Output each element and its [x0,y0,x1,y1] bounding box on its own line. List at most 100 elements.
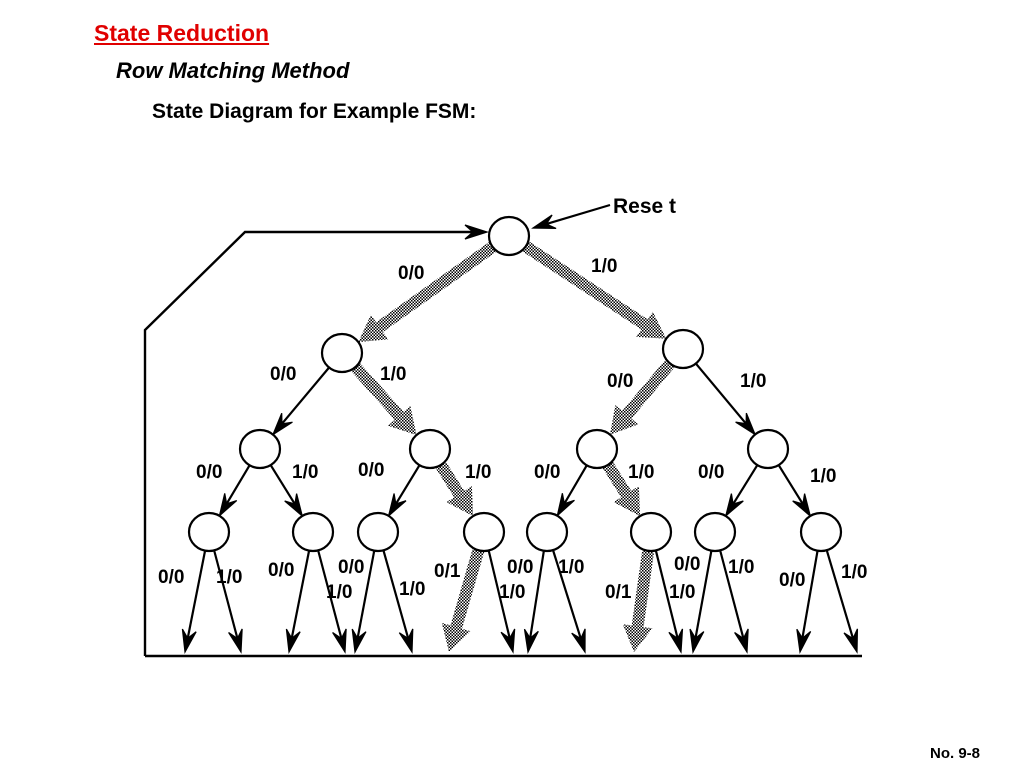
page-number: No. 9-8 [930,745,981,762]
transition-label: 1/0 [399,579,425,600]
transition-s12-exit-25-line [654,550,680,641]
transition-label: 1/0 [728,557,754,578]
state-node-s9 [356,511,400,553]
transition-s3-s7-6-head [218,493,238,518]
transition-s5-s12-11 [602,461,641,517]
transition-s13-exit-26-head [689,628,705,654]
transition-label: 0/0 [398,263,424,284]
transition-label: 0/1 [434,561,461,582]
transition-s2-s5-4 [610,359,675,435]
transition-s8-exit-17-head [332,628,347,654]
transition-label: 1/0 [380,364,406,385]
state-node-s3 [238,428,282,470]
transition-s3-s8-7-head [284,493,304,518]
transition-s4-s9-8-line [393,464,421,507]
transition-s4-s9-8-head [387,493,407,518]
transition-s13-exit-27-head [734,628,749,654]
transition-label: 1/0 [841,562,867,583]
transition-s2-s6-5-head [735,412,757,437]
transition-s11-exit-22-line [528,550,545,641]
state-node-s1 [320,332,364,374]
transition-s8-exit-16-line [290,550,311,641]
transition-s12-exit-24 [622,550,655,652]
transition-label: 1/0 [499,582,525,603]
state-node-s12 [629,511,673,553]
transition-label: 1/0 [326,582,352,603]
transition-label: 0/0 [698,462,724,483]
transition-s7-exit-14-head [181,628,197,654]
state-node-s0 [487,215,531,257]
slide-title: State Reduction [94,20,270,46]
state-node-s2 [661,328,705,370]
transition-s8-exit-17-line [317,550,343,641]
transition-s9-exit-19-head [398,628,414,654]
state-node-s11 [525,511,569,553]
transition-s14-exit-28-line [800,550,819,641]
transition-label: 0/0 [158,567,184,588]
transition-label: 1/0 [465,462,491,483]
transition-label: 0/0 [196,462,222,483]
return-path-arrowhead [464,224,489,240]
transition-s3-s7-6-line [224,464,251,507]
transition-label: 1/0 [628,462,654,483]
transition-s0-s2-1 [522,241,667,339]
state-node-s4 [408,428,452,470]
state-node-s8 [291,511,335,553]
transition-label: 0/0 [534,462,560,483]
transition-label: 0/0 [779,570,805,591]
transition-s10-exit-21-head [500,628,516,654]
transition-s7-exit-15-head [228,628,243,654]
transition-s1-s4-3 [351,363,417,435]
transition-label: 1/0 [216,567,242,588]
transition-s4-s10-9 [435,461,474,517]
transition-label: 0/1 [605,582,632,603]
transition-s9-exit-18-head [351,628,367,654]
transition-label: 0/0 [674,554,700,575]
transition-s9-exit-18-line [356,550,376,641]
transition-s1-s3-2-line [279,366,330,427]
slide-subtitle: Row Matching Method [116,58,350,83]
transition-label: 0/0 [338,557,364,578]
transition-s10-exit-20 [441,548,485,652]
transition-s7-exit-15-line [213,550,239,641]
transition-s14-exit-29-line [825,549,855,641]
transition-label: 1/0 [669,582,695,603]
state-node-s14 [799,511,843,553]
transition-label: 0/0 [358,460,384,481]
transition-s9-exit-19-line [382,549,410,641]
state-node-s10 [462,511,506,553]
state-node-s5 [575,428,619,470]
transition-s6-s13-12-head [724,493,744,518]
transition-s10-exit-21-line [487,550,512,641]
transition-s3-s8-7-line [269,464,297,507]
transition-s14-exit-29-head [843,628,859,654]
transition-s2-s6-5-line [695,362,749,427]
transition-s12-exit-25-head [668,628,684,654]
reset-arrow-line [544,203,611,226]
transition-label: 1/0 [558,557,584,578]
transition-s1-s3-2-head [271,412,293,437]
state-node-s6 [746,428,790,470]
transition-label: 0/0 [607,371,633,392]
transition-s8-exit-16-head [285,628,301,654]
transition-label: 0/0 [268,560,294,581]
transition-s6-s14-13-line [777,464,805,507]
reset-arrow-head [531,214,557,230]
transition-s11-exit-23-line [551,549,583,641]
transition-s7-exit-14-line [186,550,207,641]
transition-label: 1/0 [591,256,617,277]
transition-s11-exit-22-head [523,628,539,654]
reset-label: Rese t [613,195,676,218]
transition-label: 0/0 [507,557,533,578]
diagram-heading: State Diagram for Example FSM: [152,100,477,123]
transition-s11-exit-23-head [571,628,586,654]
transition-s0-s1-0 [358,242,497,343]
transition-s13-exit-27-line [719,550,745,641]
transition-label: 0/0 [270,364,296,385]
transition-label: 1/0 [740,371,766,392]
transition-label: 1/0 [292,462,318,483]
return-path-line [143,230,482,656]
transition-label: 1/0 [810,466,836,487]
transition-s5-s11-10-line [562,464,588,506]
